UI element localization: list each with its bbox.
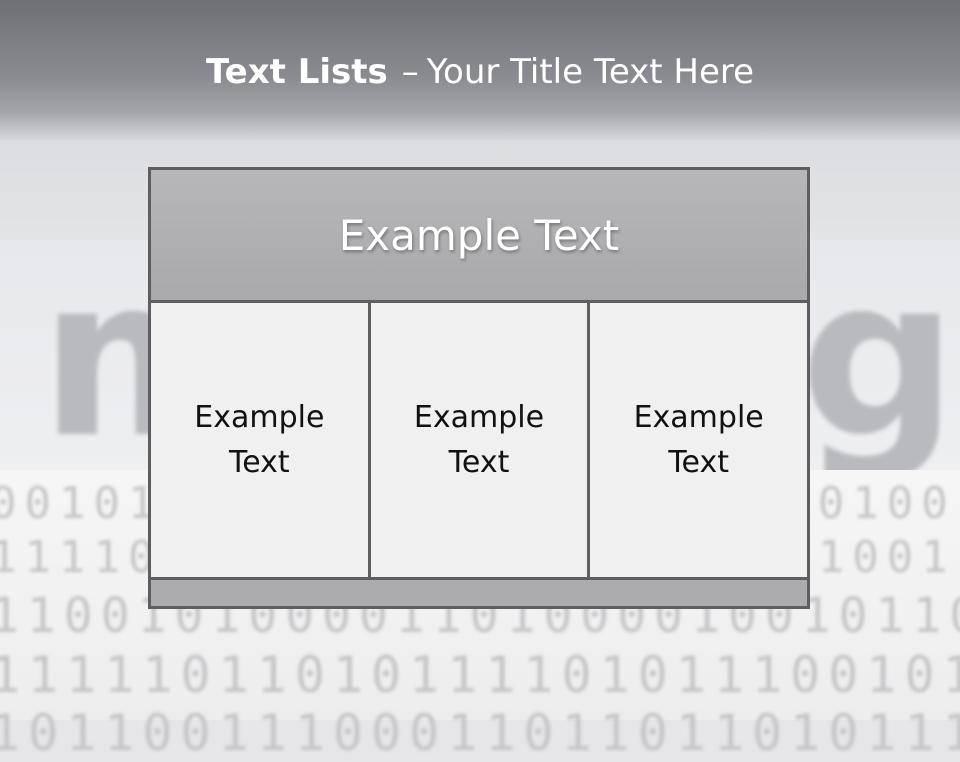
table-cell: Example Text [367, 303, 588, 577]
table-cell-text: Example Text [413, 400, 545, 480]
table-cell-text: Example Text [633, 400, 764, 480]
slide-title: Text Lists–Your Title Text Here [0, 52, 960, 92]
table-cells-row: Example Text Example Text Example Text [151, 303, 808, 580]
table-header-text: Example Text [338, 210, 620, 260]
background-letter-right: g [800, 230, 958, 486]
table-cell: Example Text [151, 303, 368, 577]
table-cell-text: Example Text [194, 400, 325, 480]
table-cell: Example Text [587, 303, 808, 577]
slide-title-dash: – [401, 52, 419, 92]
table-footer-bar [151, 580, 807, 606]
binary-row: 1011001110001101101101011100 [0, 704, 960, 762]
slide-title-bold: Text Lists [205, 52, 388, 92]
table-header: Example Text [151, 170, 807, 303]
background-top-gradient [0, 0, 960, 140]
text-list-table: Example Text Example Text Example Text E… [148, 167, 810, 609]
slide-title-rest: Your Title Text Here [426, 52, 755, 92]
